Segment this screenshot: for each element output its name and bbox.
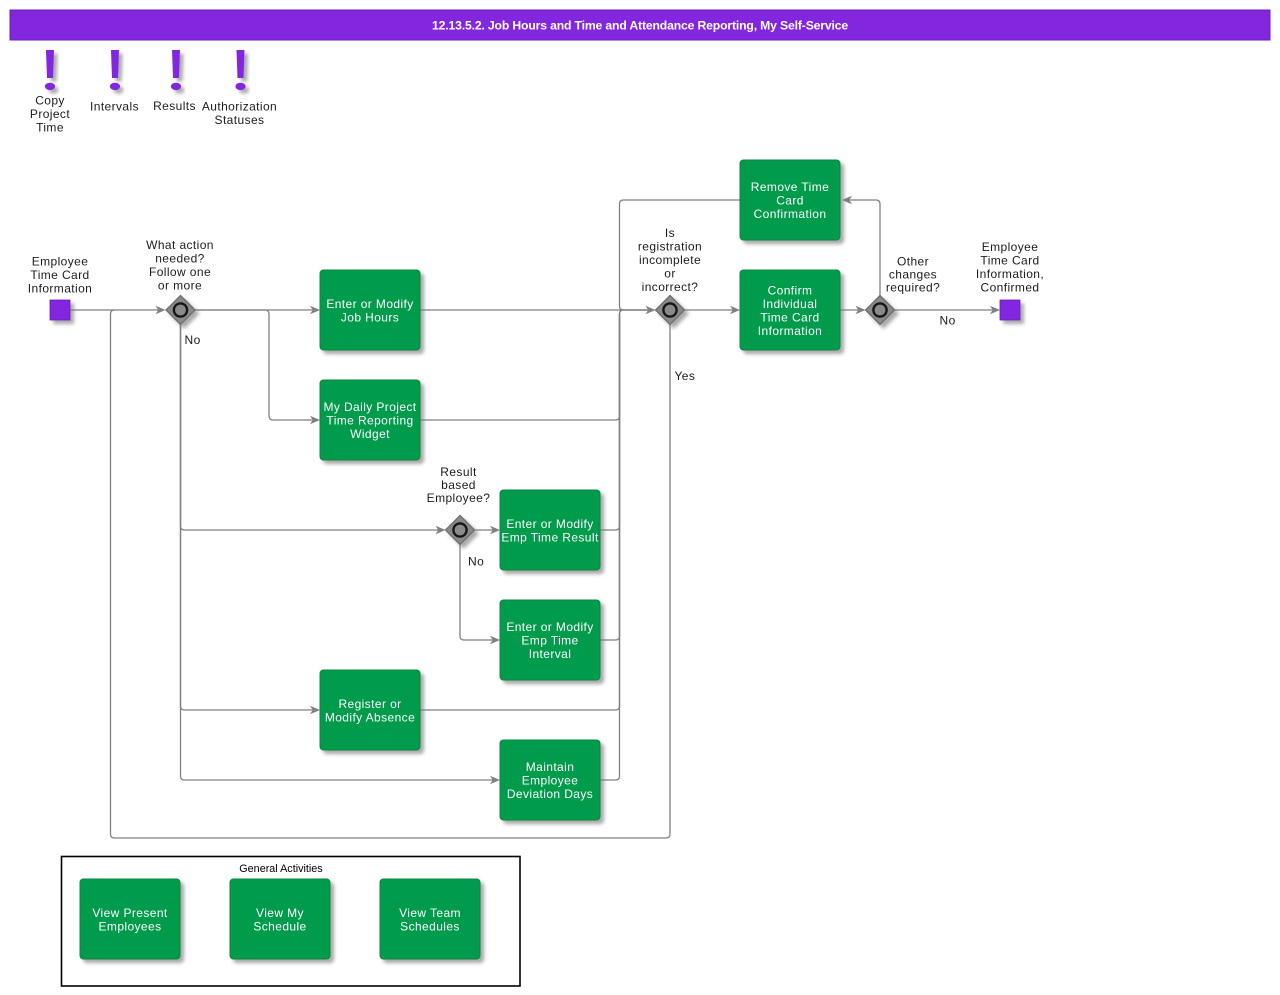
svg-text:General Activities: General Activities <box>239 863 323 875</box>
svg-text:incomplete: incomplete <box>639 253 701 267</box>
svg-text:Interval: Interval <box>529 647 572 661</box>
svg-text:Enter or Modify: Enter or Modify <box>326 297 413 311</box>
svg-text:or: or <box>664 267 675 281</box>
svg-text:or more: or more <box>158 279 202 293</box>
svg-text:Modify Absence: Modify Absence <box>325 710 415 724</box>
svg-text:Time: Time <box>36 121 64 135</box>
svg-text:Enter or Modify: Enter or Modify <box>506 620 593 634</box>
svg-text:Card: Card <box>776 194 804 208</box>
svg-text:Maintain: Maintain <box>526 760 575 774</box>
svg-text:Copy: Copy <box>35 94 65 108</box>
svg-text:Confirmed: Confirmed <box>981 281 1040 295</box>
svg-text:What action: What action <box>146 238 214 252</box>
svg-text:Information: Information <box>28 282 92 296</box>
svg-text:Employee: Employee <box>982 240 1039 254</box>
svg-text:View My: View My <box>256 906 304 920</box>
svg-text:Results: Results <box>153 99 196 113</box>
svg-text:Deviation Days: Deviation Days <box>507 787 593 801</box>
svg-text:Enter or Modify: Enter or Modify <box>506 517 593 531</box>
svg-text:Follow one: Follow one <box>149 265 211 279</box>
svg-text:based: based <box>441 478 476 492</box>
svg-text:Confirmation: Confirmation <box>754 207 827 221</box>
svg-text:changes: changes <box>889 268 937 282</box>
svg-text:Statuses: Statuses <box>215 113 265 127</box>
svg-text:Individual: Individual <box>763 297 818 311</box>
svg-text:No: No <box>468 555 484 569</box>
svg-text:Schedules: Schedules <box>400 919 460 933</box>
svg-text:Employee?: Employee? <box>427 491 491 505</box>
svg-text:Employee: Employee <box>522 774 579 788</box>
svg-text:Emp Time Result: Emp Time Result <box>501 530 599 544</box>
svg-text:Result: Result <box>440 465 477 479</box>
svg-text:Time Card: Time Card <box>980 254 1039 268</box>
svg-text:registration: registration <box>638 240 702 254</box>
svg-text:View Team: View Team <box>399 906 461 920</box>
svg-text:Job Hours: Job Hours <box>341 310 399 324</box>
svg-text:needed?: needed? <box>155 252 205 266</box>
svg-text:Information,: Information, <box>976 267 1044 281</box>
svg-text:Project: Project <box>30 107 70 121</box>
svg-text:Schedule: Schedule <box>253 919 306 933</box>
svg-text:Intervals: Intervals <box>90 100 139 114</box>
svg-text:Information: Information <box>758 324 822 338</box>
svg-text:Register or: Register or <box>338 697 401 711</box>
svg-text:Remove Time: Remove Time <box>751 180 829 194</box>
svg-text:incorrect?: incorrect? <box>642 280 699 294</box>
svg-text:Authorization: Authorization <box>202 100 277 114</box>
svg-text:Confirm: Confirm <box>768 283 813 297</box>
svg-text:No: No <box>185 333 201 347</box>
svg-text:Is: Is <box>665 226 675 240</box>
svg-text:Time Reporting: Time Reporting <box>326 414 413 428</box>
svg-text:required?: required? <box>886 281 940 295</box>
svg-text:12.13.5.2. Job Hours and Time: 12.13.5.2. Job Hours and Time and Attend… <box>432 19 848 33</box>
svg-text:No: No <box>940 314 956 328</box>
svg-text:Employees: Employees <box>99 919 162 933</box>
svg-text:My Daily Project: My Daily Project <box>323 400 416 414</box>
svg-text:Time Card: Time Card <box>30 268 89 282</box>
svg-text:View Present: View Present <box>92 906 168 920</box>
svg-text:Other: Other <box>897 255 929 269</box>
svg-text:Emp Time: Emp Time <box>521 634 578 648</box>
svg-text:Employee: Employee <box>32 255 89 269</box>
svg-text:Widget: Widget <box>350 427 390 441</box>
svg-text:Time Card: Time Card <box>760 310 819 324</box>
svg-text:Yes: Yes <box>675 369 696 383</box>
